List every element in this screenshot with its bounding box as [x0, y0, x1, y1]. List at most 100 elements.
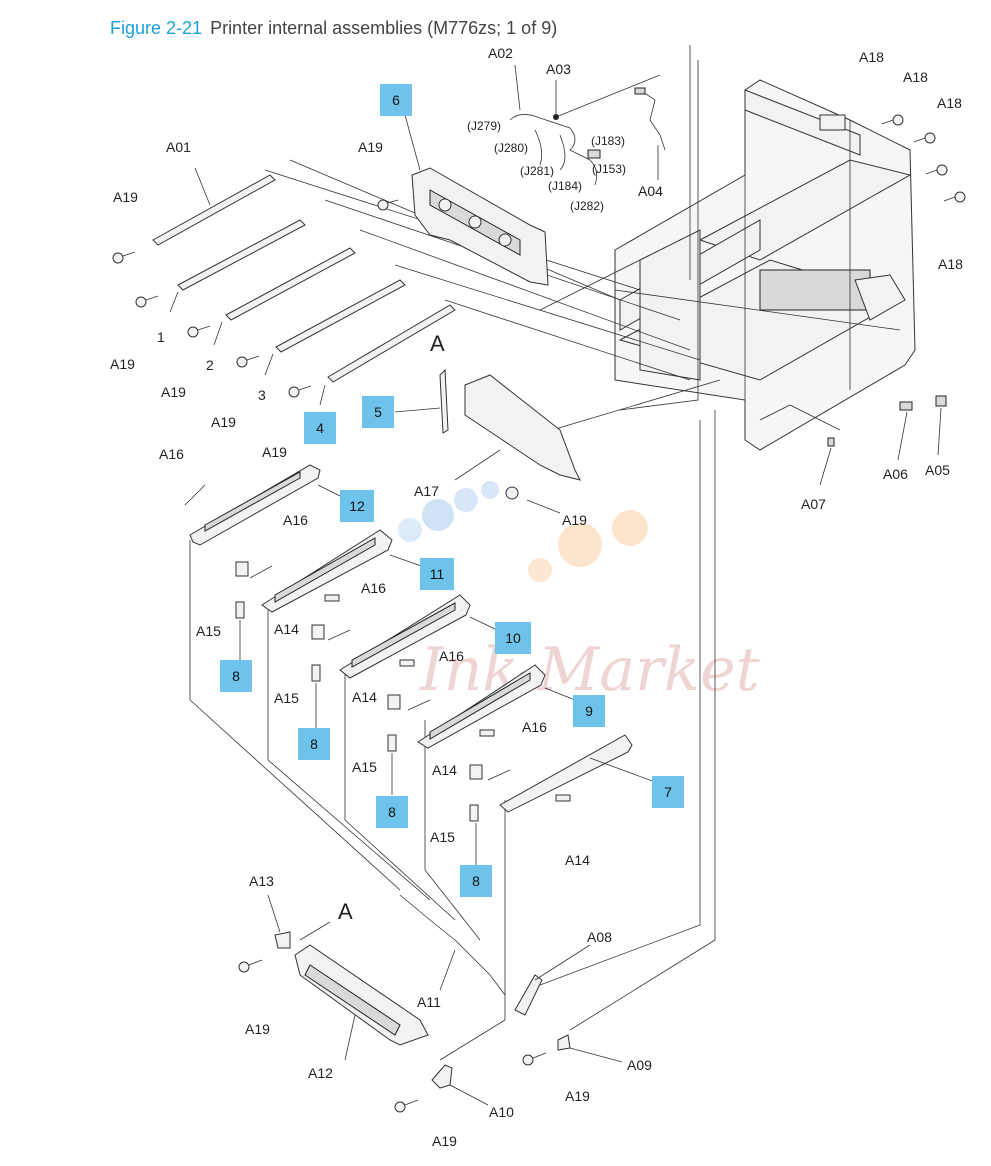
svg-text:10: 10 [505, 630, 521, 646]
callout-9: 9 [573, 695, 605, 727]
callout-10: 10 [495, 622, 531, 654]
label-a19: A19 [565, 1088, 590, 1104]
section-mark-a: A [430, 331, 445, 356]
screw-icon [925, 164, 948, 176]
label-a15: A15 [274, 690, 299, 706]
connector-labels: (J279) (J280) (J281) (J183) (J153) (J184… [467, 119, 626, 213]
tray-11 [261, 529, 425, 613]
figure-caption: Printer internal assemblies (M776zs; 1 o… [210, 18, 558, 38]
label-a19: A19 [358, 139, 383, 155]
callout-6: 6 [380, 84, 412, 116]
svg-text:8: 8 [232, 668, 240, 684]
section-marks: A A [338, 331, 445, 924]
screw-icon [187, 325, 211, 338]
label-a03: A03 [546, 61, 571, 77]
figure-title: Figure 2-21 Printer internal assemblies (… [110, 16, 557, 40]
svg-text:9: 9 [585, 703, 593, 719]
screw-icon [505, 486, 519, 500]
bracket-5 [394, 368, 449, 434]
label-a10: A10 [489, 1104, 514, 1120]
label-a01: A01 [166, 139, 191, 155]
label-a08: A08 [587, 929, 612, 945]
label-a15: A15 [352, 759, 377, 775]
screw-icon [112, 251, 136, 264]
screw-icon [377, 199, 399, 211]
svg-text:8: 8 [310, 736, 318, 752]
screw-icon [943, 191, 966, 203]
label-a16: A16 [361, 580, 386, 596]
label-a19: A19 [262, 444, 287, 460]
label-a16: A16 [283, 512, 308, 528]
label-a15: A15 [196, 623, 221, 639]
screw-icon [394, 1099, 419, 1113]
rails [152, 167, 456, 406]
screw-icon [522, 1052, 547, 1066]
label-a18: A18 [938, 256, 963, 272]
label-a19: A19 [562, 512, 587, 528]
label-a06: A06 [883, 466, 908, 482]
screw-icon [288, 385, 312, 398]
connector-j183: (J183) [591, 134, 625, 148]
connector-j279: (J279) [467, 119, 501, 133]
callout-4: 4 [304, 412, 336, 444]
svg-text:11: 11 [430, 566, 445, 582]
label-a07: A07 [801, 496, 826, 512]
screw-icon [135, 295, 159, 308]
rail-label-3: 3 [258, 387, 266, 403]
label-a04: A04 [638, 183, 663, 199]
label-a16: A16 [439, 648, 464, 664]
callout-8: 8 [376, 796, 408, 828]
label-a13: A13 [249, 873, 274, 889]
connector-j153: (J153) [592, 162, 626, 176]
svg-text:6: 6 [392, 92, 400, 108]
label-a09: A09 [627, 1057, 652, 1073]
screw-icon [913, 132, 936, 144]
section-mark-a: A [338, 899, 353, 924]
part-labels: A02 A03 A04 A01 A19 A19 A19 A19 A19 A19 … [110, 45, 963, 1149]
label-a14: A14 [352, 689, 377, 705]
callout-11: 11 [420, 558, 454, 590]
connector-j184: (J184) [548, 179, 582, 193]
duct-assembly-6 [404, 114, 549, 286]
svg-text:7: 7 [664, 784, 672, 800]
label-a18: A18 [937, 95, 962, 111]
small-brackets-right [819, 395, 947, 486]
label-a18: A18 [859, 49, 884, 65]
svg-text:4: 4 [316, 420, 324, 436]
label-a16: A16 [522, 719, 547, 735]
rail-label-2: 2 [206, 357, 214, 373]
connector-j281: (J281) [520, 164, 554, 178]
tray-9 [417, 664, 576, 749]
rail-label-1: 1 [157, 329, 165, 345]
label-a14: A14 [565, 852, 590, 868]
label-a14: A14 [432, 762, 457, 778]
screw-icon [881, 114, 904, 126]
watermark: Ink-Market [398, 481, 761, 705]
label-a02: A02 [488, 45, 513, 61]
label-a11: A11 [417, 994, 441, 1010]
callout-12: 12 [340, 490, 374, 522]
label-a12: A12 [308, 1065, 333, 1081]
connector-j280: (J280) [494, 141, 528, 155]
tray-12 [189, 464, 343, 546]
label-a15: A15 [430, 829, 455, 845]
small-parts [184, 484, 571, 865]
lower-assemblies [267, 894, 623, 1106]
callout-8: 8 [460, 865, 492, 897]
label-a14: A14 [274, 621, 299, 637]
screws-a19 [112, 114, 966, 1113]
connector-j282: (J282) [570, 199, 604, 213]
label-a19: A19 [113, 189, 138, 205]
label-a19: A19 [432, 1133, 457, 1149]
tray-10 [339, 594, 498, 679]
watermark-text: Ink-Market [419, 635, 761, 705]
label-a19: A19 [110, 356, 135, 372]
callout-7: 7 [652, 776, 684, 808]
callout-8: 8 [220, 660, 252, 692]
figure-number: Figure 2-21 [110, 18, 203, 38]
cable-harness-a02 [509, 64, 601, 186]
label-a18: A18 [903, 69, 928, 85]
rail-number-labels: 1 2 3 [157, 329, 266, 403]
callout-8: 8 [298, 728, 330, 760]
